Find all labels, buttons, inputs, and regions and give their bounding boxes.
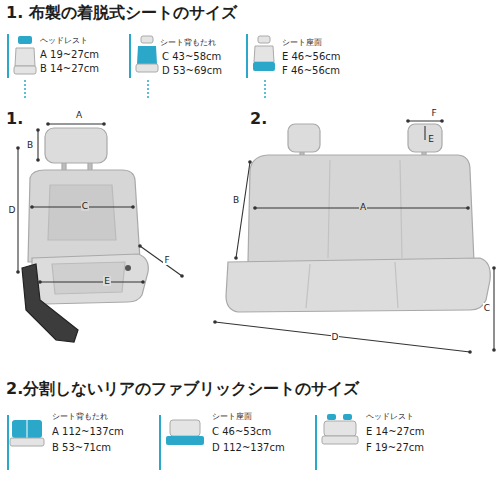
dimension-letter: B (26, 140, 34, 150)
item-title: シート背もたれ (160, 38, 216, 47)
item-title: シート背もたれ (52, 412, 108, 421)
size-range: E 46~56cm (282, 51, 341, 63)
size-range: D 112~137cm (212, 442, 285, 454)
item-title: シート座面 (282, 38, 322, 47)
figure-number: 2. (250, 110, 267, 128)
size-range: B 14~27cm (40, 63, 99, 75)
rear-bench (226, 124, 490, 312)
size-range: F 19~27cm (366, 442, 424, 454)
icon-row-2 (8, 414, 358, 470)
dimension-letter: F (430, 108, 437, 118)
front-seat (22, 128, 148, 342)
dimension-letter: C (81, 201, 89, 211)
size-range: D 53~69cm (162, 65, 222, 77)
dimension-letter: D (331, 332, 340, 342)
item-title: シート座面 (212, 412, 252, 421)
size-range: A 19~27cm (40, 49, 99, 61)
dimension-letter: F (163, 255, 170, 265)
item-title: ヘッドレスト (366, 412, 414, 421)
figure-number: 1. (6, 110, 23, 128)
size-range: C 43~58cm (162, 51, 221, 63)
size-range: A 112~137cm (52, 426, 124, 438)
dimension-letter: A (75, 110, 83, 120)
icon-row-1 (8, 34, 275, 100)
size-range: C 46~53cm (212, 426, 271, 438)
front-seat-dimensions (18, 124, 182, 282)
dimension-letter: D (8, 205, 17, 215)
heading: 2.分割しないリアのファブリックシートのサイズ (6, 380, 359, 398)
rear-bench-dimensions (215, 121, 494, 352)
dimension-letter: C (483, 303, 491, 313)
size-range: E 14~27cm (366, 426, 425, 438)
dimension-letter: E (103, 276, 111, 286)
item-title: ヘッドレスト (40, 36, 88, 45)
dimension-letter: A (359, 202, 367, 212)
heading: 1. 布製の着脱式シートのサイズ (6, 4, 237, 22)
size-range: B 53~71cm (52, 442, 111, 454)
dimension-letter: E (427, 134, 435, 144)
dimension-letter: B (232, 195, 240, 205)
size-range: F 46~56cm (282, 65, 340, 77)
